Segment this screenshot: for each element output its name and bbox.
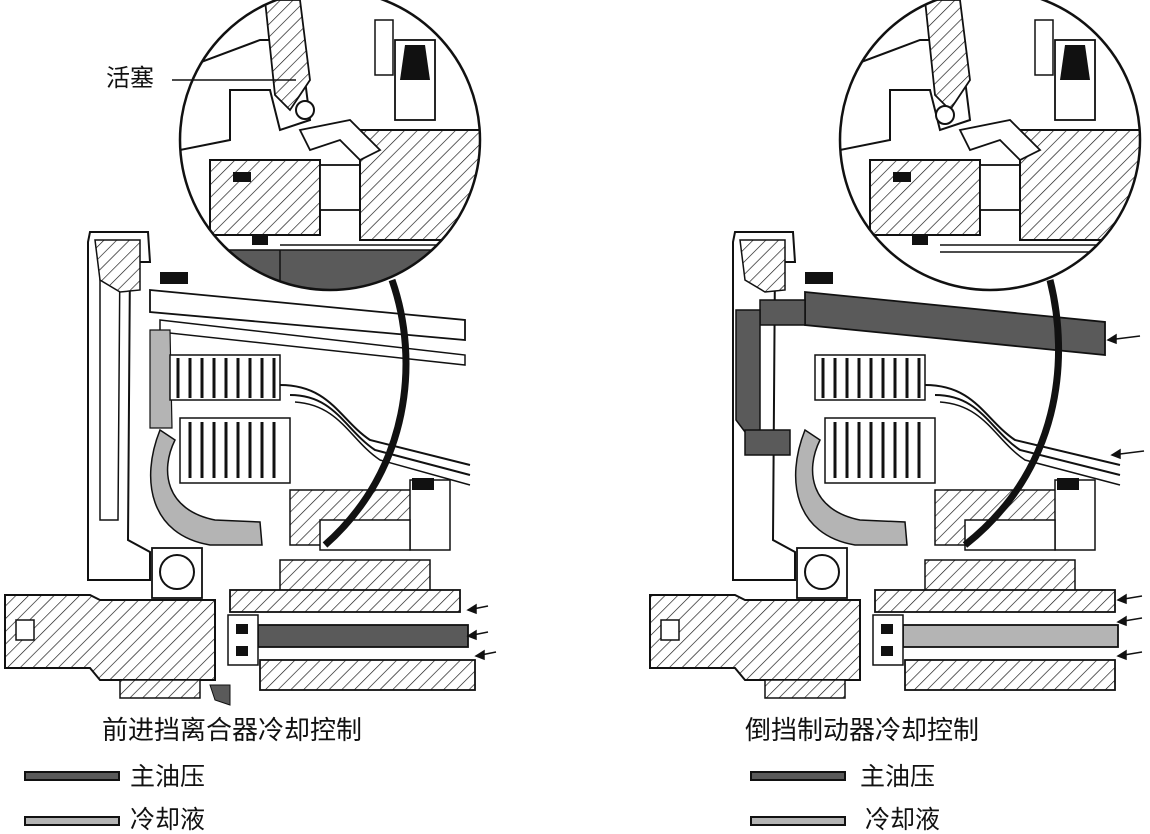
bearing-ball	[159, 554, 195, 590]
legend-swatch-main-pressure	[24, 771, 120, 781]
shaft-inner	[227, 614, 259, 666]
main-shaft	[4, 594, 216, 681]
main-pressure-down	[735, 309, 761, 433]
clutch-pack	[169, 354, 291, 484]
reverse-brake-title: 倒挡制动器冷却控制	[745, 716, 980, 746]
forward-clutch-assembly	[4, 231, 497, 706]
seal	[160, 272, 188, 284]
legend-label-main-pressure-right: 主油压	[860, 762, 936, 791]
clutch-pack-right	[814, 354, 936, 484]
drum-lines	[279, 384, 471, 466]
legend-label-coolant-right: 冷却液	[865, 805, 941, 834]
legend-label-main-pressure: 主油压	[130, 762, 206, 791]
forward-clutch-title: 前进挡离合器冷却控制	[102, 716, 363, 746]
housing-lug	[94, 239, 141, 293]
magnifier-left	[172, 0, 482, 292]
reverse-brake-assembly	[649, 231, 1145, 699]
legend-swatch-coolant	[24, 816, 120, 826]
upper-tube	[149, 289, 466, 341]
output-shaft-lower	[259, 659, 476, 691]
piston-lip	[298, 119, 382, 162]
coolant-channel	[149, 329, 173, 429]
legend-label-coolant: 冷却液	[130, 805, 206, 834]
shaft-notch	[15, 619, 35, 641]
output-shaft-upper	[229, 589, 461, 613]
coolant-flow	[149, 428, 263, 546]
piston-label: 活塞	[106, 64, 154, 92]
upper-tube-2	[159, 319, 466, 366]
magnifier-right	[838, 0, 1142, 292]
callout-curve	[322, 278, 410, 548]
main-pressure-passage	[257, 624, 469, 648]
inflow-arrows	[466, 603, 497, 661]
legend-swatch-coolant-right	[750, 816, 846, 826]
legend-swatch-main-pressure-right	[750, 771, 846, 781]
coolant-passage	[902, 624, 1119, 648]
